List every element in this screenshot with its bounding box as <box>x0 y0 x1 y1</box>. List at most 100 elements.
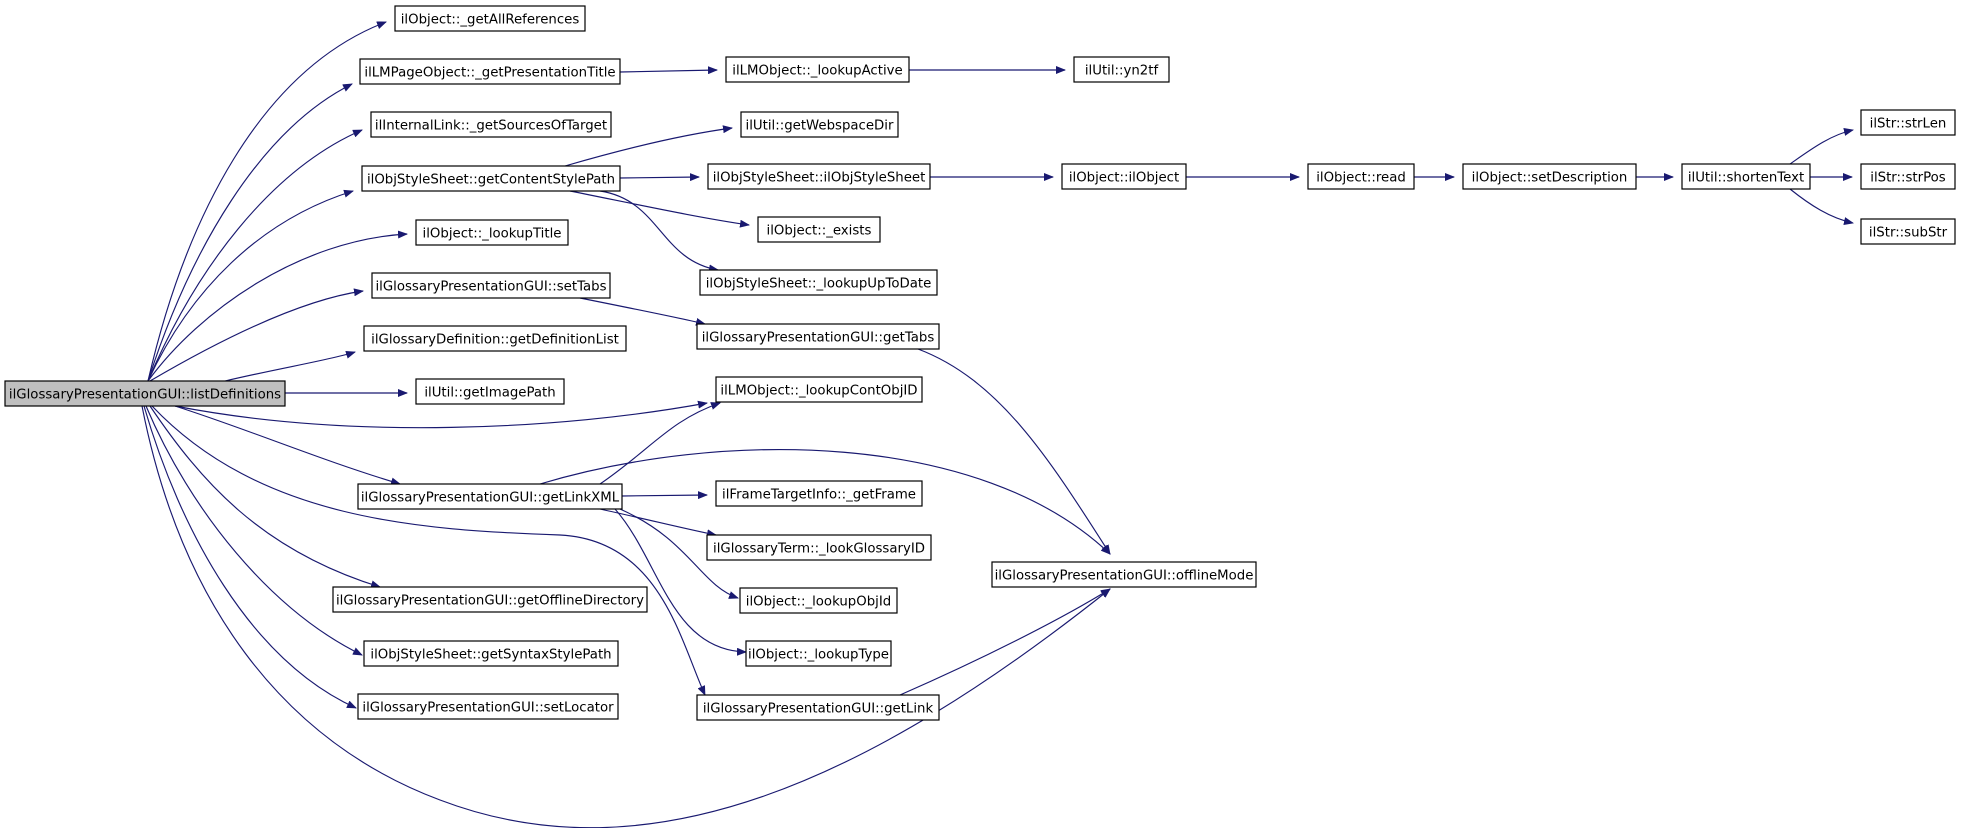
edge-list-definitions-to-offline-mode <box>141 405 1111 828</box>
call-edges <box>141 21 1854 828</box>
node-get-link-xml[interactable]: ilGlossaryPresentationGUI::getLinkXML <box>357 483 623 510</box>
node-offline-mode[interactable]: ilGlossaryPresentationGUI::offlineMode <box>991 561 1257 588</box>
node-set-tabs[interactable]: ilGlossaryPresentationGUI::setTabs <box>371 272 611 299</box>
node-box <box>725 56 910 83</box>
node-sub-str[interactable]: ilStr::subStr <box>1860 218 1956 245</box>
node-set-description[interactable]: ilObject::setDescription <box>1462 163 1637 190</box>
edge-get-link-xml-to-offline-mode <box>539 449 1111 555</box>
node-get-syntax-style-path[interactable]: ilObjStyleSheet::getSyntaxStylePath <box>363 640 619 667</box>
edge-list-definitions-to-set-locator <box>143 405 357 709</box>
node-box <box>715 480 923 507</box>
edge-list-definitions-to-get-link-xml <box>174 405 401 486</box>
call-nodes: ilGlossaryPresentationGUI::listDefinitio… <box>4 5 1956 721</box>
node-label: ilObject::read <box>1316 171 1406 186</box>
node-box <box>757 216 881 243</box>
edge-list-definitions-to-lookup-title <box>147 230 408 382</box>
node-box <box>357 483 623 510</box>
node-label: ilObject::setDescription <box>1472 171 1628 186</box>
edge-list-definitions-to-set-tabs <box>149 288 364 382</box>
node-box <box>706 534 932 561</box>
node-get-frame[interactable]: ilFrameTargetInfo::_getFrame <box>715 480 923 507</box>
node-label: ilGlossaryPresentationGUI::getTabs <box>702 331 935 346</box>
node-box <box>357 693 619 720</box>
node-box <box>699 269 938 296</box>
node-lookup-up-to-date[interactable]: ilObjStyleSheet::_lookupUpToDate <box>699 269 938 296</box>
edge-get-link-xml-to-lookup-type <box>614 508 747 656</box>
node-label: ilObject::_lookupTitle <box>423 227 562 242</box>
node-get-link[interactable]: ilGlossaryPresentationGUI::getLink <box>696 694 940 721</box>
node-box <box>359 58 621 85</box>
node-label: ilUtil::shortenText <box>1688 171 1804 186</box>
edge-get-link-to-offline-mode <box>899 588 1111 696</box>
edge-list-definitions-to-get-content-style-path <box>147 189 354 382</box>
node-get-sources-of-target[interactable]: ilInternalLink::_getSourcesOfTarget <box>370 111 612 138</box>
edge-shorten-text-to-str-len <box>1789 128 1854 165</box>
node-label: ilGlossaryPresentationGUI::offlineMode <box>995 569 1254 584</box>
edge-get-link-xml-to-lookup-obj-id <box>619 508 739 599</box>
node-box <box>1860 109 1956 136</box>
node-label: ilUtil::getWebspaceDir <box>746 119 894 134</box>
node-label: ilGlossaryPresentationGUI::getLink <box>703 702 934 717</box>
node-box <box>991 561 1257 588</box>
node-str-pos[interactable]: ilStr::strPos <box>1860 163 1956 190</box>
edge-get-presentation-title-to-lookup-active <box>619 66 718 75</box>
node-label: ilLMObject::_lookupContObjID <box>720 384 917 399</box>
node-label: ilObject::_exists <box>767 224 872 239</box>
node-box <box>715 376 923 403</box>
node-lookup-cont-obj-id[interactable]: ilLMObject::_lookupContObjID <box>715 376 923 403</box>
edge-list-definitions-to-get-presentation-title <box>147 83 353 382</box>
node-box <box>1462 163 1637 190</box>
node-box <box>707 163 931 190</box>
node-shorten-text[interactable]: ilUtil::shortenText <box>1681 163 1811 190</box>
node-box <box>361 165 621 192</box>
node-box <box>332 586 648 613</box>
node-get-content-style-path[interactable]: ilObjStyleSheet::getContentStylePath <box>361 165 621 192</box>
node-label: ilGlossaryTerm::_lookGlossaryID <box>713 542 925 557</box>
node-label: ilStr::strLen <box>1870 117 1947 132</box>
node-box <box>363 325 627 352</box>
node-label: ilUtil::getImagePath <box>424 386 555 401</box>
node-il-obj-style-sheet-ctor[interactable]: ilObjStyleSheet::ilObjStyleSheet <box>707 163 931 190</box>
node-label: ilStr::subStr <box>1869 226 1948 241</box>
node-list-definitions[interactable]: ilGlossaryPresentationGUI::listDefinitio… <box>4 380 286 407</box>
node-get-definition-list[interactable]: ilGlossaryDefinition::getDefinitionList <box>363 325 627 352</box>
node-label: ilStr::strPos <box>1870 171 1946 186</box>
edge-list-definitions-to-get-sources-of-target <box>147 129 363 382</box>
node-lookup-active[interactable]: ilLMObject::_lookupActive <box>725 56 910 83</box>
node-box <box>696 323 940 350</box>
node-get-offline-directory[interactable]: ilGlossaryPresentationGUI::getOfflineDir… <box>332 586 648 613</box>
node-label: ilGlossaryPresentationGUI::getOfflineDir… <box>336 594 644 609</box>
node-get-image-path[interactable]: ilUtil::getImagePath <box>415 378 565 405</box>
edge-get-tabs-to-offline-mode <box>917 348 1111 555</box>
node-get-tabs[interactable]: ilGlossaryPresentationGUI::getTabs <box>696 323 940 350</box>
edge-list-definitions-to-lookup-cont-obj-id <box>174 400 708 429</box>
node-str-len[interactable]: ilStr::strLen <box>1860 109 1956 136</box>
node-box <box>415 219 569 246</box>
node-exists[interactable]: ilObject::_exists <box>757 216 881 243</box>
node-get-presentation-title[interactable]: ilLMPageObject::_getPresentationTitle <box>359 58 621 85</box>
node-box <box>4 380 286 407</box>
edge-shorten-text-to-sub-str <box>1789 188 1854 225</box>
edge-get-content-style-path-to-il-obj-style-sheet-ctor <box>619 173 700 182</box>
node-box <box>740 111 899 138</box>
node-yn2tf[interactable]: ilUtil::yn2tf <box>1073 56 1170 83</box>
node-box <box>1860 163 1956 190</box>
node-look-glossary-id[interactable]: ilGlossaryTerm::_lookGlossaryID <box>706 534 932 561</box>
node-box <box>394 5 586 32</box>
edge-get-content-style-path-to-get-webspace-dir <box>564 125 733 167</box>
node-lookup-obj-id[interactable]: ilObject::_lookupObjId <box>739 587 898 614</box>
node-get-webspace-dir[interactable]: ilUtil::getWebspaceDir <box>740 111 899 138</box>
edge-list-definitions-to-get-definition-list <box>224 350 356 382</box>
edge-list-definitions-to-get-all-references <box>147 21 387 382</box>
node-box <box>371 272 611 299</box>
node-read[interactable]: ilObject::read <box>1307 163 1415 190</box>
node-il-object-ctor[interactable]: ilObject::ilObject <box>1061 163 1187 190</box>
edge-list-definitions-to-get-syntax-style-path <box>145 405 363 656</box>
node-lookup-title[interactable]: ilObject::_lookupTitle <box>415 219 569 246</box>
node-box <box>745 640 892 667</box>
edge-list-definitions-to-get-link <box>151 405 706 696</box>
node-lookup-type[interactable]: ilObject::_lookupType <box>745 640 892 667</box>
node-set-locator[interactable]: ilGlossaryPresentationGUI::setLocator <box>357 693 619 720</box>
node-get-all-references[interactable]: ilObject::_getAllReferences <box>394 5 586 32</box>
node-label: ilGlossaryPresentationGUI::setTabs <box>375 280 606 295</box>
